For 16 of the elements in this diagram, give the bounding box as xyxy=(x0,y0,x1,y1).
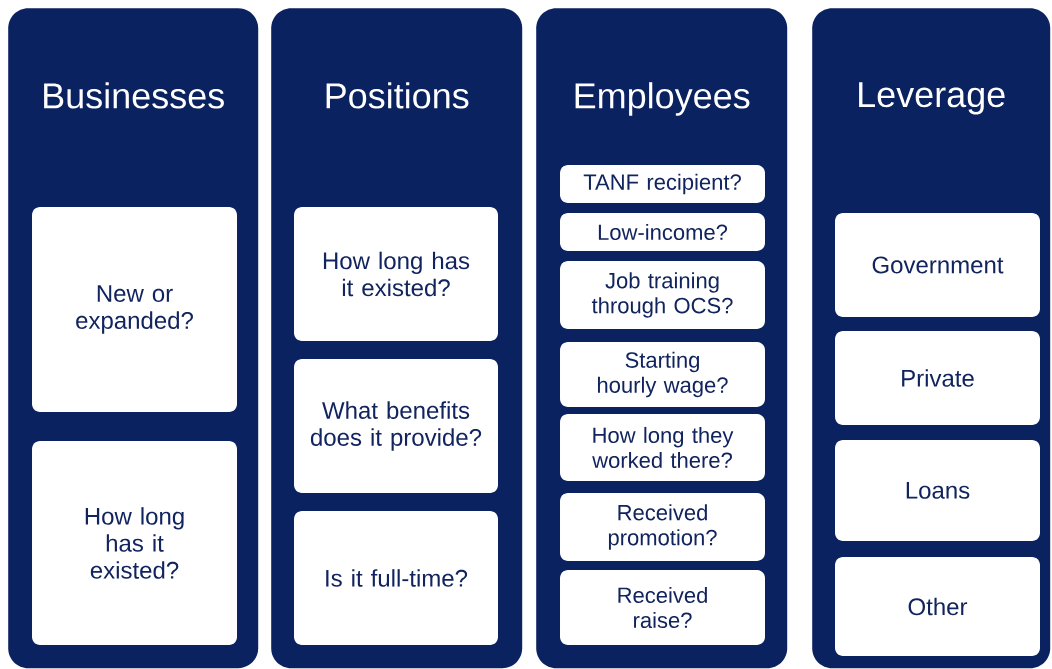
question-box: Received raise? xyxy=(560,570,765,645)
question-box: How long has it existed? xyxy=(32,441,237,645)
question-box: Job training through OCS? xyxy=(560,261,765,329)
question-box: Loans xyxy=(835,440,1040,541)
question-box: TANF recipient? xyxy=(560,165,765,203)
question-box: New or expanded? xyxy=(32,207,237,412)
question-box: Other xyxy=(835,557,1040,656)
question-box: Is it full-time? xyxy=(294,511,498,645)
question-box: Starting hourly wage? xyxy=(560,342,765,407)
question-box: Received promotion? xyxy=(560,493,765,561)
question-box: Low-income? xyxy=(560,213,765,251)
question-box: Government xyxy=(835,213,1040,317)
question-box: What benefits does it provide? xyxy=(294,359,498,493)
question-box: How long they worked there? xyxy=(560,414,765,481)
question-box: How long has it existed? xyxy=(294,207,498,341)
question-box: Private xyxy=(835,331,1040,425)
